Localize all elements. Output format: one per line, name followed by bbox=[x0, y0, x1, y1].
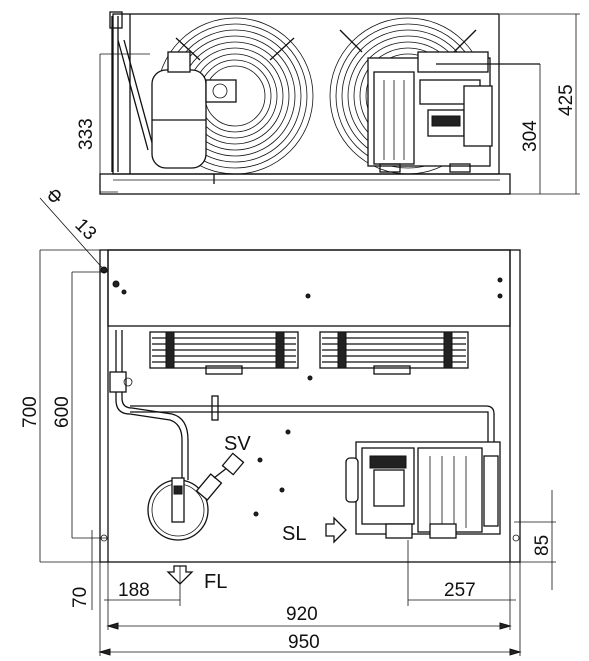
sl-arrow bbox=[325, 516, 347, 544]
mounting-hole: Φ 13 bbox=[39, 184, 120, 288]
dim-950-label: 950 bbox=[288, 632, 320, 653]
mounting-hole-label: 13 bbox=[70, 215, 100, 245]
fl-label: FL bbox=[204, 571, 227, 593]
dim-425-label: 425 bbox=[556, 84, 577, 116]
dim-920-label: 920 bbox=[286, 604, 318, 625]
right-condenser-coil bbox=[319, 331, 469, 375]
top-panel bbox=[107, 249, 511, 327]
dim-70: 70 bbox=[70, 530, 93, 610]
dim-304: 304 bbox=[510, 64, 546, 195]
receiver-top bbox=[147, 429, 291, 541]
top-view: Φ 13 bbox=[39, 184, 521, 593]
dim-304-label: 304 bbox=[520, 120, 541, 152]
compressor-side bbox=[367, 51, 540, 173]
base-rail bbox=[99, 173, 511, 195]
dim-333-label: 333 bbox=[76, 118, 97, 150]
left-condenser-coil bbox=[149, 331, 299, 375]
dim-333: 333 bbox=[76, 53, 150, 193]
side-view: 333 304 425 bbox=[76, 11, 580, 195]
liquid-line-piping bbox=[109, 330, 495, 521]
dim-70-label: 70 bbox=[70, 587, 91, 608]
dim-257: 257 bbox=[407, 540, 516, 606]
dim-188-label: 188 bbox=[118, 580, 150, 601]
dim-600-label: 600 bbox=[52, 396, 73, 428]
dim-920: 920 bbox=[106, 562, 512, 630]
dim-600: 600 bbox=[52, 271, 108, 539]
dim-85-label: 85 bbox=[532, 535, 553, 556]
dim-700-label: 700 bbox=[20, 396, 41, 428]
receiver-tank bbox=[151, 51, 237, 169]
dim-188: 188 bbox=[104, 566, 181, 606]
side-pipe bbox=[111, 16, 155, 172]
dim-700: 700 bbox=[20, 249, 100, 563]
dim-257-label: 257 bbox=[444, 580, 476, 601]
dim-425: 425 bbox=[500, 13, 580, 195]
dim-950: 950 bbox=[98, 562, 522, 656]
compressor-top bbox=[345, 441, 501, 539]
sv-label: SV bbox=[224, 433, 251, 455]
dim-85: 85 bbox=[514, 490, 556, 590]
sl-label: SL bbox=[282, 523, 306, 545]
fl-arrow bbox=[166, 565, 194, 585]
